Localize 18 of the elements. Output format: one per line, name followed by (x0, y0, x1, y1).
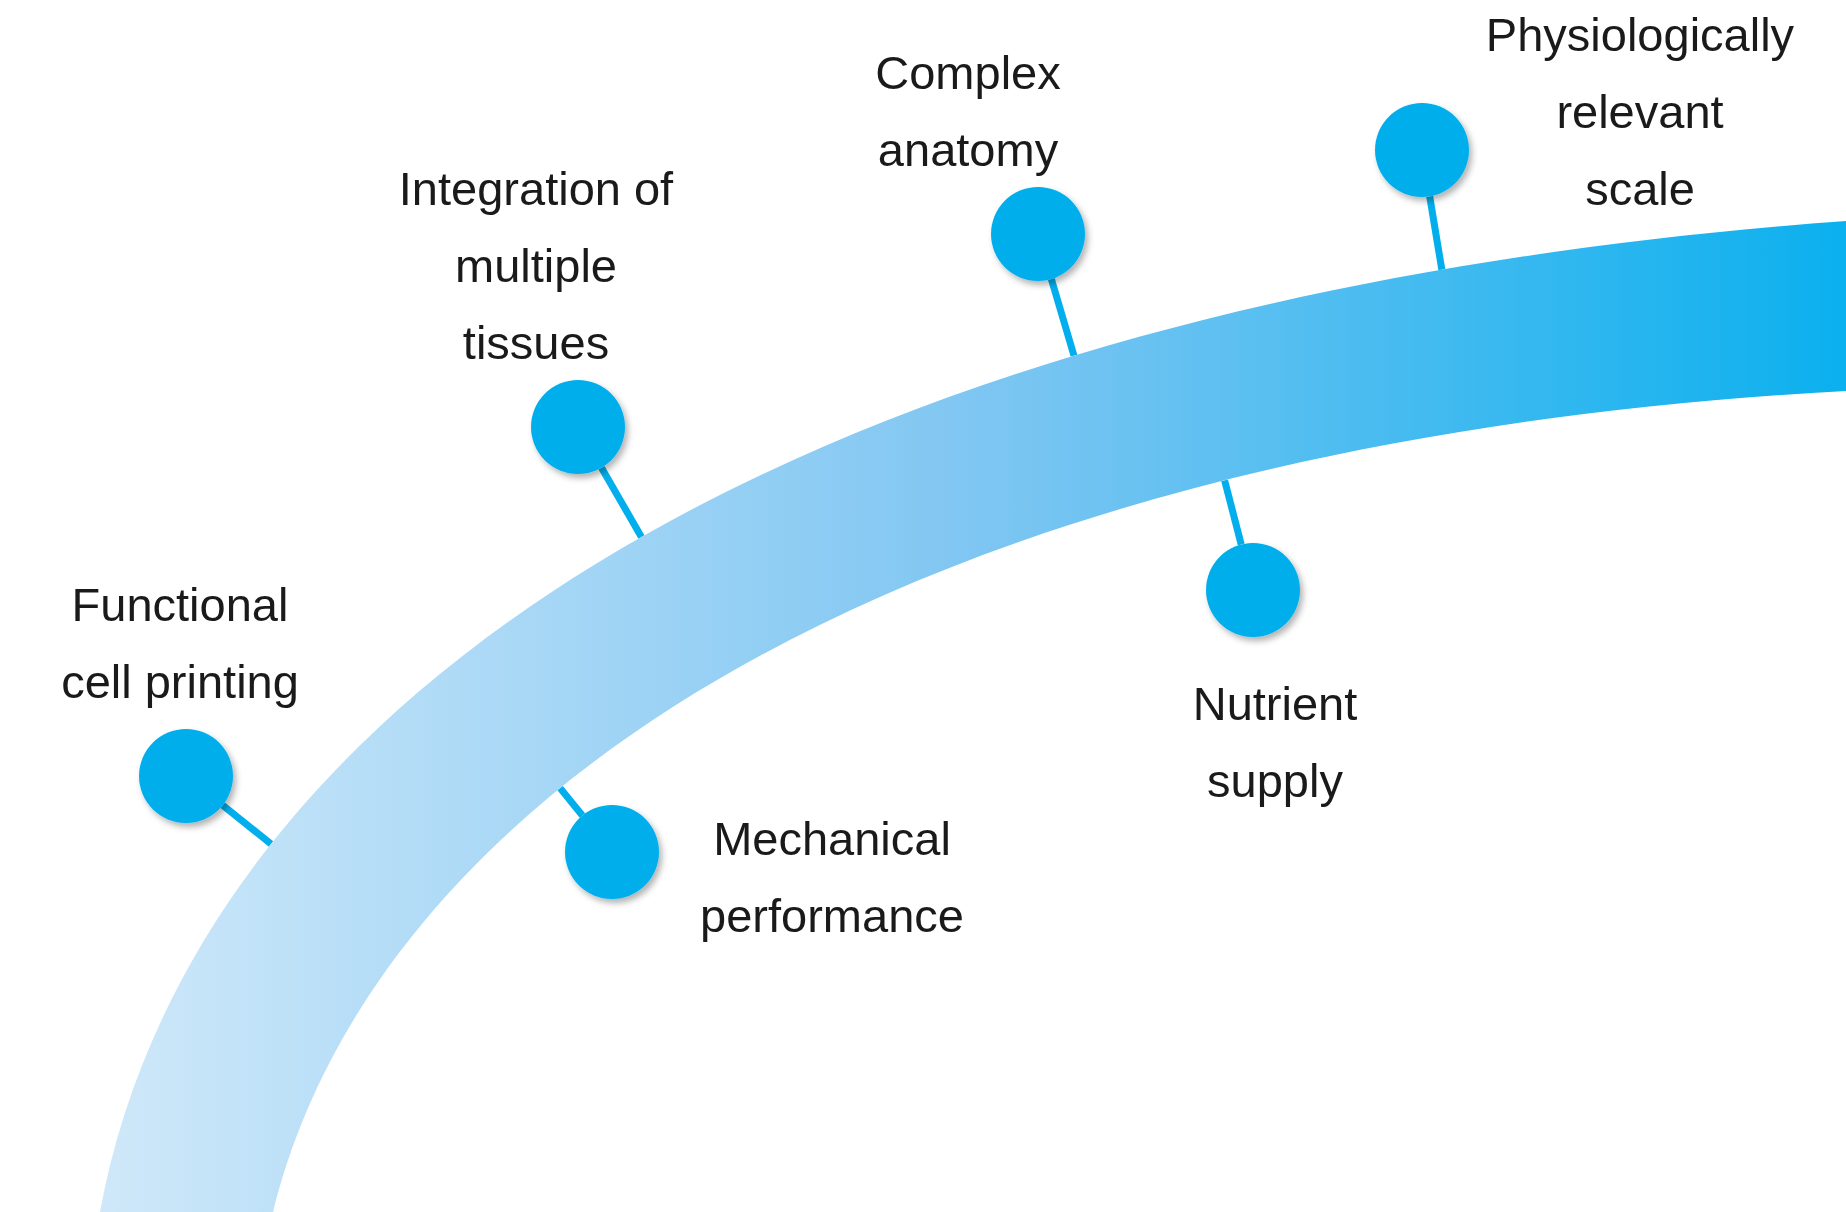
milestone-label: Complex anatomy (874, 45, 1062, 178)
milestone-label: Nutrient supply (1191, 676, 1359, 809)
pin-circle (991, 187, 1085, 281)
connector-line (1047, 278, 1078, 357)
connector-line (220, 802, 274, 847)
connector-line (1426, 195, 1446, 271)
pin-circle (565, 805, 659, 899)
pin-circle (531, 380, 625, 474)
milestone-label: Physiologically relevant scale (1485, 7, 1795, 217)
connector-line (557, 785, 586, 818)
milestone-label: Mechanical performance (699, 811, 965, 944)
pin-circle (139, 729, 233, 823)
milestone-label: Integration of multiple tissues (397, 161, 675, 371)
pin-circle (1375, 103, 1469, 197)
milestone-label: Functional cell printing (60, 577, 300, 710)
pin-circle (1206, 543, 1300, 637)
connector-line (598, 465, 645, 539)
connector-line (1221, 479, 1245, 546)
